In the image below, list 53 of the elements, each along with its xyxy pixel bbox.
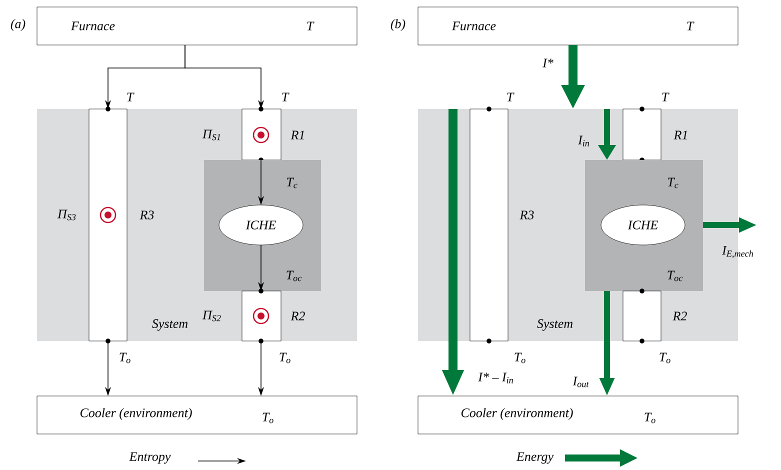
symbol-label: R1 xyxy=(290,130,304,140)
box xyxy=(418,396,738,434)
symbol-label: T xyxy=(127,92,134,102)
box-label: T xyxy=(687,22,694,30)
symbol-label: T$_{o}$ xyxy=(514,352,526,364)
engine-ellipse xyxy=(600,204,686,246)
box-label: ICHE xyxy=(628,220,658,230)
edge-label: I$_{in}$ xyxy=(578,136,590,146)
symbol-label: R2 xyxy=(290,312,305,320)
box-label: T$_{o}$ xyxy=(644,412,656,424)
box xyxy=(202,92,304,162)
region-label: T$_{oc}$ xyxy=(668,270,683,282)
symbol-label: T xyxy=(662,92,670,102)
box-label: T xyxy=(307,22,314,30)
box xyxy=(57,92,154,364)
box xyxy=(418,6,738,46)
edge-label: I* xyxy=(542,58,554,68)
symbol-label: Π$_{S3}$ xyxy=(57,210,76,220)
region-label: System xyxy=(152,319,188,331)
edge-label: I$_{E,mech}$ xyxy=(722,246,754,258)
edge-label: I* – I$_{in}$ xyxy=(478,372,513,384)
box xyxy=(622,288,687,364)
box xyxy=(36,396,358,434)
box-label: T$_{o}$ xyxy=(262,412,274,424)
legend-label: Entropy xyxy=(129,452,171,464)
edge-label: I$_{out}$ xyxy=(572,376,589,388)
symbol-label: T xyxy=(282,92,290,102)
legend-label: Energy xyxy=(516,452,554,464)
box xyxy=(36,6,358,46)
symbol-label: Π$_{S2}$ xyxy=(202,310,221,322)
box-label: Furnace xyxy=(70,22,115,30)
box-label: Cooler (environment) xyxy=(461,408,573,420)
box-label: Cooler (environment) xyxy=(80,408,192,420)
panel-label: (b) xyxy=(390,19,406,31)
symbol-label: R3 xyxy=(140,210,154,220)
symbol-label: Π$_{S1}$ xyxy=(202,130,220,140)
box-label: Furnace xyxy=(452,22,496,30)
symbol-label: R1 xyxy=(674,130,687,140)
engine-ellipse xyxy=(218,204,304,246)
box-label: ICHE xyxy=(246,220,276,230)
region-label: T$_{c}$ xyxy=(668,178,678,188)
box xyxy=(622,92,687,162)
symbol-label: T xyxy=(507,92,514,102)
box xyxy=(470,92,534,364)
box xyxy=(202,288,305,364)
symbol-label: T$_{o}$ xyxy=(280,352,290,364)
symbol-label: T$_{o}$ xyxy=(120,352,130,364)
symbol-label: T$_{o}$ xyxy=(660,352,670,364)
region-label: T$_{oc}$ xyxy=(286,270,302,282)
region-label: T$_{c}$ xyxy=(286,178,298,188)
symbol-label: R3 xyxy=(520,210,534,220)
region-label: System xyxy=(537,319,573,331)
symbol-label: R2 xyxy=(672,312,687,320)
